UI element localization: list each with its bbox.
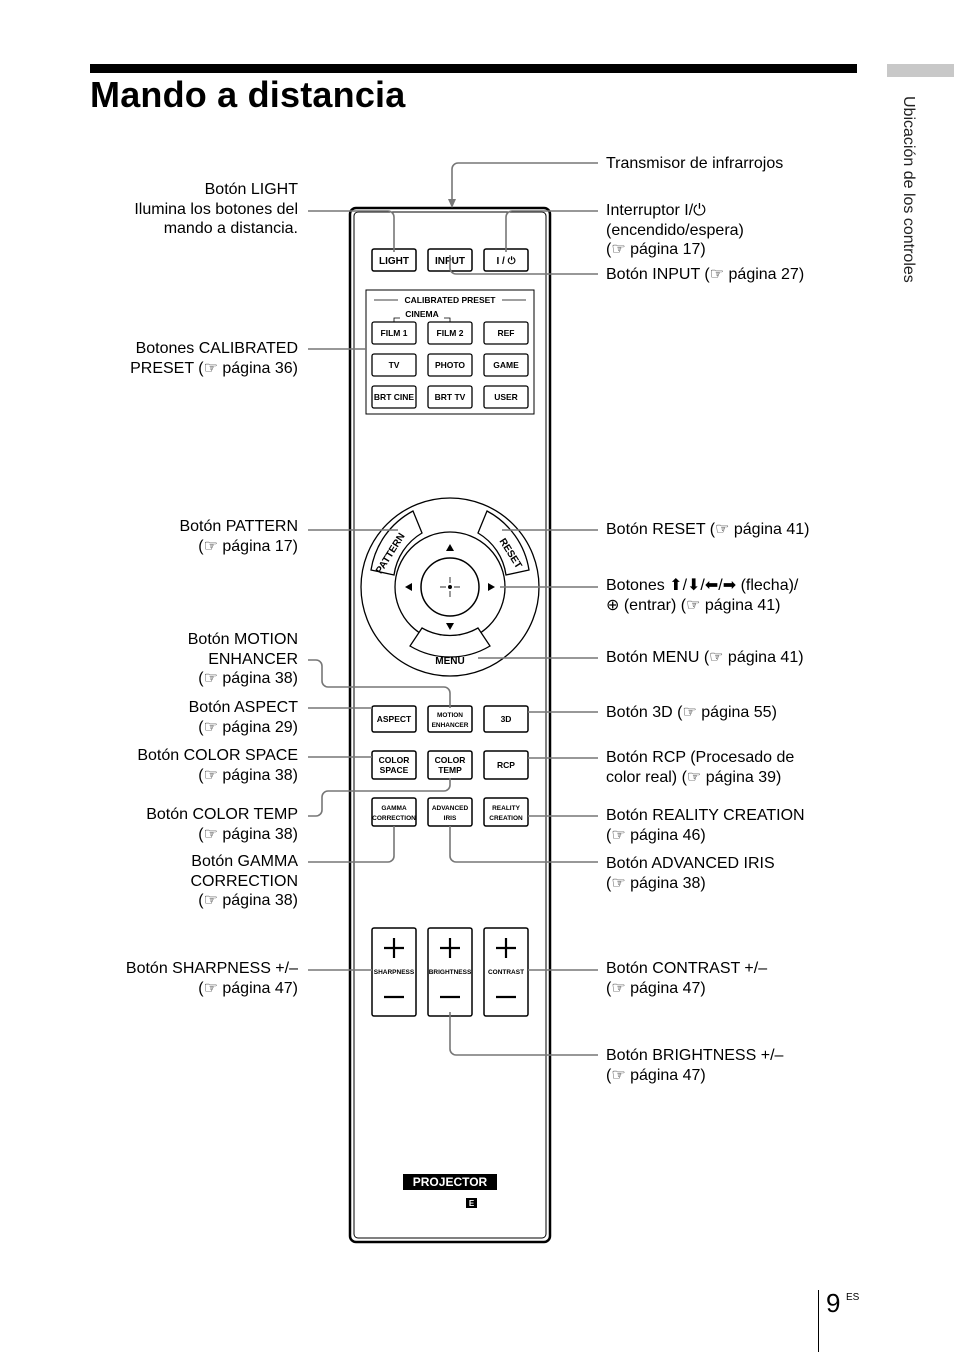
label-advanced-iris: Botón ADVANCED IRIS(☞ página 38) — [606, 855, 775, 892]
svg-text:SHARPNESS: SHARPNESS — [374, 969, 415, 976]
power-button-label: I / ⏻ — [496, 255, 515, 267]
projector-label: PROJECTOR — [413, 1175, 488, 1189]
label-contrast: Botón CONTRAST +/–(☞ página 47) — [606, 960, 768, 997]
page-number: 9 — [826, 1288, 841, 1318]
preset-buttons: FILM 1 FILM 2 REF TV PHOTO GAME BRT CINE… — [371, 321, 529, 409]
label-pattern: Botón PATTERN(☞ página 17) — [179, 518, 298, 555]
preset-photo: PHOTO — [435, 360, 465, 370]
label-input: Botón INPUT (☞ página 27) — [606, 266, 805, 283]
section-label: Ubicación de los controles — [900, 96, 917, 283]
arrow-down-icon — [446, 623, 454, 630]
label-brightness: Botón BRIGHTNESS +/–(☞ página 47) — [606, 1047, 784, 1084]
arrow-left-icon — [405, 583, 412, 591]
motion-enhancer-button: MOTION ENHANCER — [427, 705, 473, 733]
label-arrows: Botones ⬆/⬇/⬅/➡ (flecha)/⊕ (entrar) (☞ p… — [606, 577, 799, 614]
rcp-button: RCP — [483, 750, 529, 780]
remote-inner-edge — [353, 211, 547, 1239]
arrow-right-icon — [488, 583, 495, 591]
menu-label: MENU — [435, 656, 464, 667]
page-language: ES — [846, 1292, 860, 1303]
svg-text:TEMP: TEMP — [438, 765, 462, 775]
light-button-label: LIGHT — [379, 256, 409, 267]
color-temp-button: COLOR TEMP — [427, 750, 473, 780]
advanced-iris-button: ADVANCED IRIS — [427, 797, 473, 827]
projector-badge — [403, 1174, 497, 1190]
svg-text:ADVANCED: ADVANCED — [432, 805, 469, 812]
arrow-up-icon — [446, 544, 454, 551]
svg-text:ASPECT: ASPECT — [377, 714, 412, 724]
svg-text:MOTION: MOTION — [437, 712, 463, 719]
mark-badge — [466, 1198, 477, 1208]
preset-film2: FILM 2 — [437, 328, 464, 338]
preset-brt-tv: BRT TV — [435, 392, 466, 402]
preset-header: CALIBRATED PRESET — [405, 295, 497, 305]
preset-ref: REF — [498, 328, 515, 338]
brightness-rocker: BRIGHTNESS — [427, 927, 473, 1017]
svg-text:SPACE: SPACE — [380, 765, 409, 775]
contrast-rocker: CONTRAST — [483, 927, 529, 1017]
label-color-temp: Botón COLOR TEMP(☞ página 38) — [146, 806, 298, 843]
svg-text:BRIGHTNESS: BRIGHTNESS — [429, 969, 472, 976]
preset-brt-cine: BRT CINE — [374, 392, 414, 402]
page-title: Mando a distancia — [90, 74, 406, 115]
leader-lines — [308, 162, 598, 1056]
sharpness-rocker: SHARPNESS — [371, 927, 417, 1017]
label-sharpness: Botón SHARPNESS +/–(☞ página 47) — [125, 960, 298, 997]
svg-text:COLOR: COLOR — [379, 755, 410, 765]
cinema-label: CINEMA — [405, 309, 439, 319]
svg-text:ENHANCER: ENHANCER — [432, 722, 469, 729]
svg-text:CREATION: CREATION — [489, 815, 523, 822]
label-power: Interruptor I/⏻(encendido/espera)(☞ pági… — [606, 202, 744, 258]
label-reset: Botón RESET (☞ página 41) — [606, 521, 810, 538]
power-button: I / ⏻ — [483, 248, 529, 272]
reset-button — [477, 510, 530, 576]
preset-film1: FILM 1 — [381, 328, 408, 338]
preset-tv: TV — [389, 360, 400, 370]
aspect-button: ASPECT — [371, 705, 417, 733]
title-rule — [90, 64, 857, 73]
reality-creation-button: REALITY CREATION — [483, 797, 529, 827]
label-aspect: Botón ASPECT(☞ página 29) — [188, 699, 298, 736]
mark-label: E — [469, 1199, 475, 1208]
label-ir-transmitter: Transmisor de infrarrojos — [606, 155, 784, 172]
preset-game: GAME — [493, 360, 519, 370]
pattern-button — [370, 510, 423, 576]
label-menu: Botón MENU (☞ página 41) — [606, 649, 804, 666]
svg-text:REALITY: REALITY — [492, 805, 520, 812]
svg-text:IRIS: IRIS — [444, 815, 457, 822]
svg-text:COLOR: COLOR — [435, 755, 466, 765]
menu-button — [409, 627, 491, 658]
label-3d: Botón 3D (☞ página 55) — [606, 704, 777, 721]
color-space-button: COLOR SPACE — [371, 750, 417, 780]
label-color-space: Botón COLOR SPACE(☞ página 38) — [137, 747, 298, 784]
svg-text:CORRECTION: CORRECTION — [372, 815, 416, 822]
section-tab — [887, 64, 954, 77]
svg-text:3D: 3D — [501, 714, 512, 724]
gamma-correction-button: GAMMA CORRECTION — [371, 797, 417, 827]
svg-text:CONTRAST: CONTRAST — [488, 969, 524, 976]
svg-text:RCP: RCP — [497, 760, 515, 770]
preset-user: USER — [494, 392, 518, 402]
enter-icon — [440, 577, 460, 597]
3d-button: 3D — [483, 705, 529, 733]
svg-text:GAMMA: GAMMA — [381, 805, 407, 812]
light-button: LIGHT — [371, 248, 417, 272]
page-number-rule — [818, 1290, 819, 1352]
label-reality-creation: Botón REALITY CREATION(☞ página 46) — [606, 807, 805, 844]
